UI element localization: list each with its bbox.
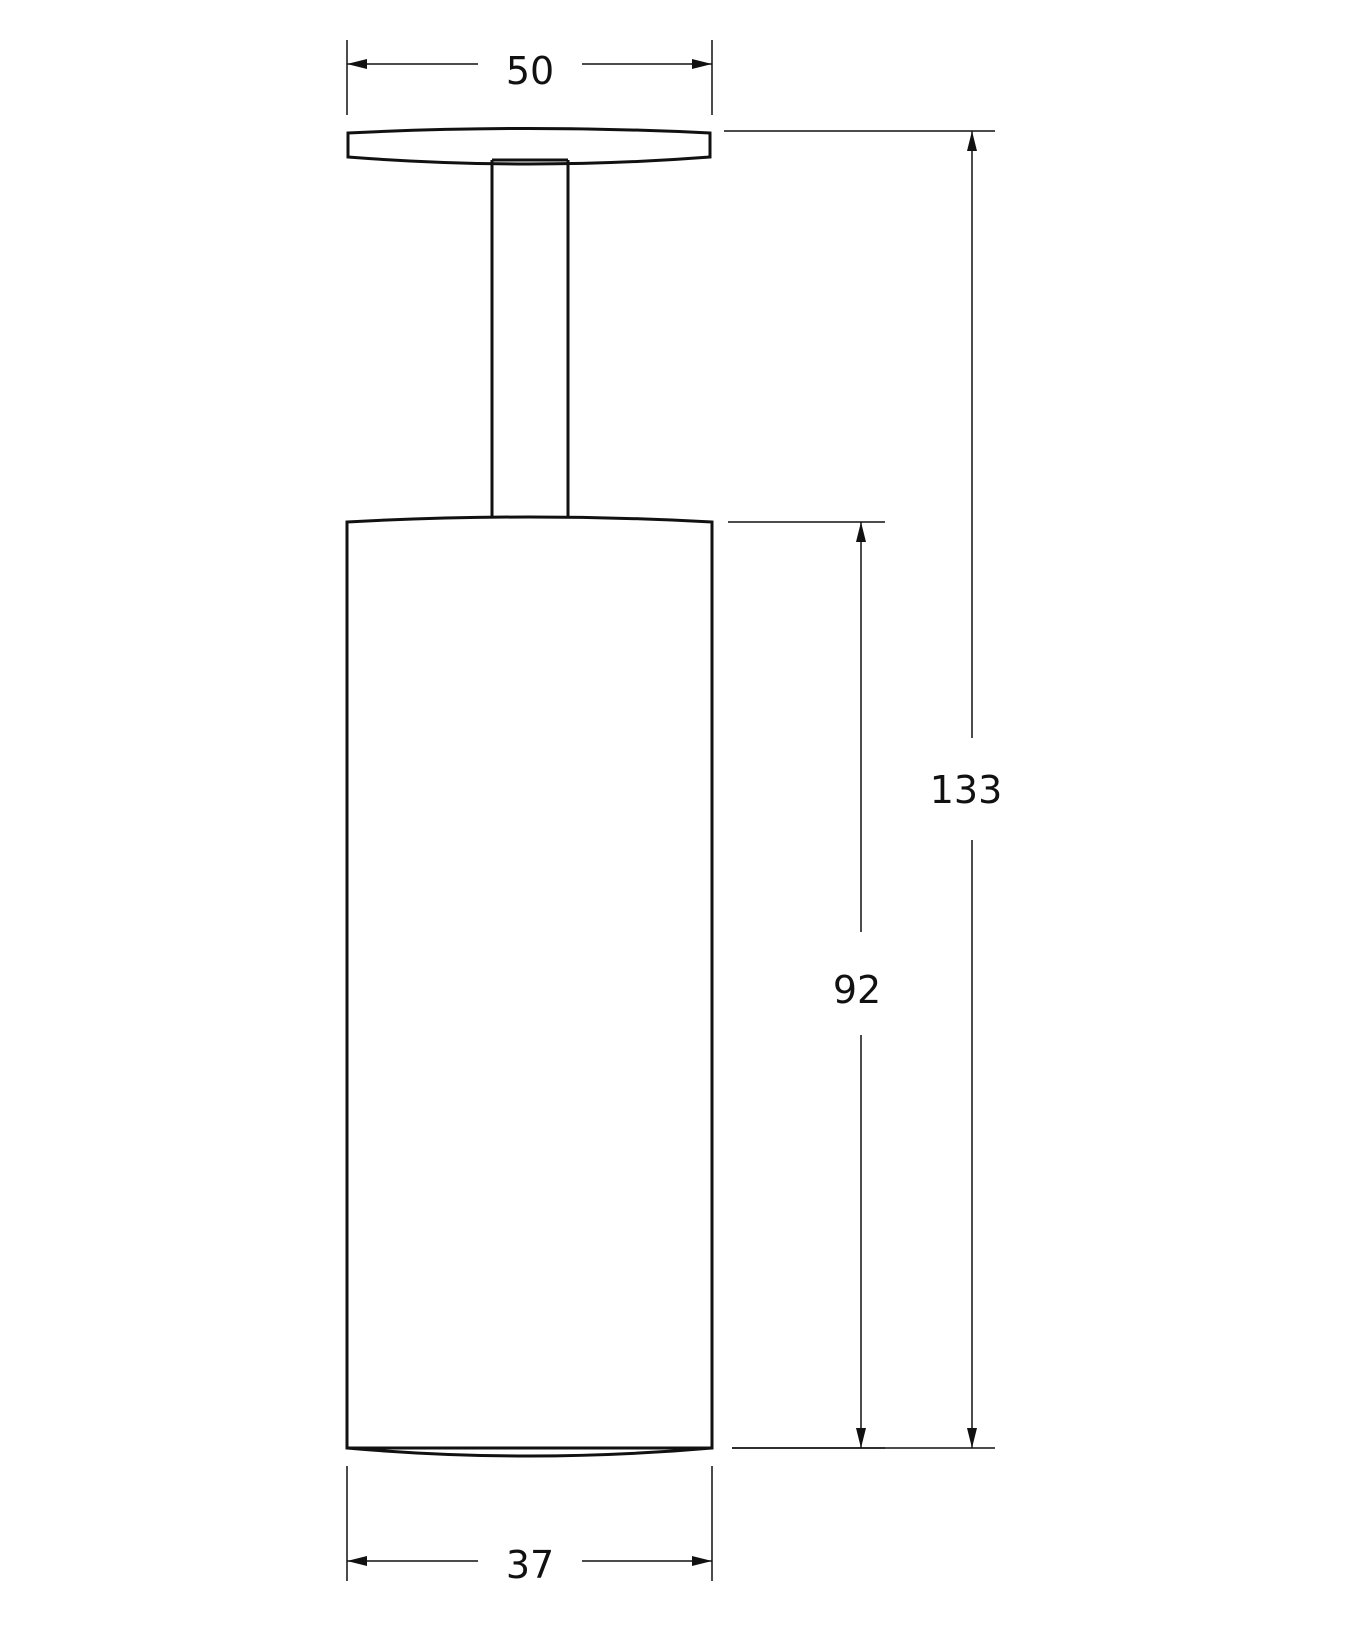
- overall-height-label: 133: [930, 768, 1003, 812]
- canopy-plate: [346, 127, 712, 166]
- top-width-dimension: [346, 40, 713, 115]
- cylinder-body: [345, 515, 714, 1458]
- bottom-width-dimension: [346, 1466, 713, 1581]
- bottom-width-label: 37: [506, 1543, 554, 1587]
- body-height-dimension: [728, 521, 885, 1449]
- body-height-label: 92: [833, 968, 881, 1012]
- top-width-label: 50: [506, 49, 554, 93]
- stem: [490, 158, 570, 518]
- cylinder-bottom-ellipse: [346, 1446, 713, 1458]
